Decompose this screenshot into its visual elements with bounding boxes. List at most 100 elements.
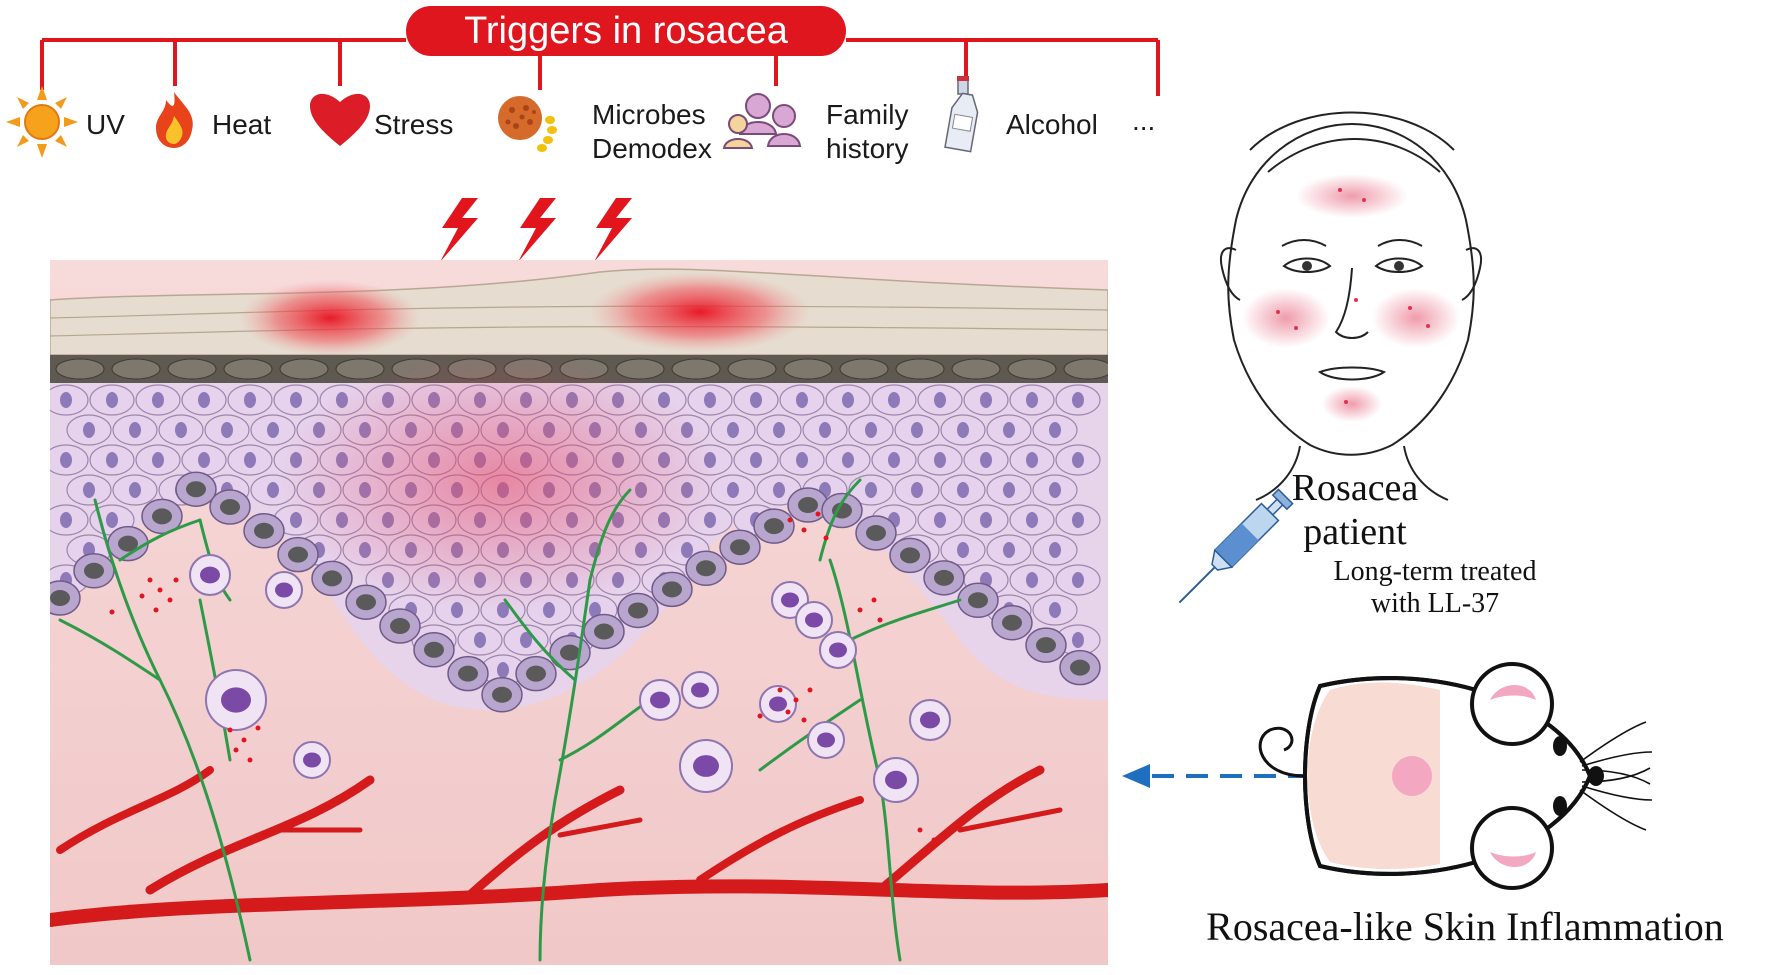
cell-nucleus (1003, 542, 1015, 558)
cell-nucleus (773, 422, 785, 438)
cell-nucleus (888, 392, 900, 408)
cell-nucleus (1072, 572, 1084, 588)
cell-nucleus (1026, 452, 1038, 468)
immune-cell (189, 554, 231, 596)
basal-nucleus (492, 686, 512, 703)
lightning-icons (440, 198, 632, 262)
cell-nucleus (1026, 572, 1038, 588)
basal-nucleus (50, 590, 70, 606)
cell-nucleus (129, 422, 141, 438)
immune-cell (205, 669, 267, 731)
cell-nucleus (888, 452, 900, 468)
immune-cell (679, 739, 733, 793)
cell-nucleus (957, 422, 969, 438)
cell-nucleus (842, 392, 854, 408)
cell-nucleus (589, 602, 601, 618)
cell-nucleus (520, 632, 532, 648)
cell-nucleus (980, 392, 992, 408)
treatment-label: Long-term treated with LL-37 (1333, 556, 1537, 619)
cell-nucleus (1049, 482, 1061, 498)
arrow-head-icon (1122, 764, 1150, 788)
cell-nucleus (267, 422, 279, 438)
basal-nucleus (628, 602, 648, 619)
cell-nucleus (957, 482, 969, 498)
cell-nucleus (750, 392, 762, 408)
cell-nucleus (83, 422, 95, 438)
cell-nucleus (865, 422, 877, 438)
trigger-label-more: ... (1132, 105, 1156, 136)
cell-nucleus (796, 392, 808, 408)
basal-nucleus (934, 569, 954, 586)
cell-nucleus (1003, 482, 1015, 498)
immune-cell (639, 679, 681, 721)
basal-nucleus (152, 508, 172, 525)
cell-nucleus (1049, 542, 1061, 558)
cell-nucleus (750, 452, 762, 468)
basal-nucleus (458, 665, 478, 682)
cell-nucleus (152, 452, 164, 468)
cell-nucleus (819, 422, 831, 438)
immune-cell (873, 757, 919, 803)
cell-nucleus (911, 422, 923, 438)
cell-nucleus (60, 392, 72, 408)
cell-nucleus (1049, 602, 1061, 618)
cell-nucleus (1003, 422, 1015, 438)
cell-nucleus (106, 512, 118, 528)
immune-cell (795, 601, 833, 639)
cell-nucleus (1072, 632, 1084, 648)
trigger-label-stress: Stress (374, 109, 454, 140)
cell-nucleus (934, 512, 946, 528)
cell-nucleus (198, 452, 210, 468)
cell-nucleus (934, 392, 946, 408)
basal-nucleus (84, 562, 104, 579)
cell-nucleus (727, 422, 739, 438)
trigger-label-alcohol: Alcohol (1006, 109, 1098, 140)
basal-nucleus (526, 665, 546, 682)
mouse-result-label: Rosacea-like Skin Inflammation (1206, 904, 1724, 949)
cell-nucleus (60, 512, 72, 528)
bottle-icon (944, 76, 979, 153)
immune-cell (909, 699, 951, 741)
syringe-icon (1178, 488, 1294, 604)
cell-nucleus (290, 392, 302, 408)
trigger-label-uv: UV (86, 109, 125, 140)
cell-nucleus (1072, 452, 1084, 468)
cell-nucleus (980, 512, 992, 528)
basal-nucleus (900, 547, 920, 564)
basal-nucleus (560, 644, 580, 661)
granules (109, 511, 937, 855)
basal-nucleus (424, 641, 444, 658)
immune-cell (807, 721, 845, 759)
cell-nucleus (842, 452, 854, 468)
cell-nucleus (152, 392, 164, 408)
basal-nucleus (1002, 614, 1022, 631)
cell-nucleus (474, 632, 486, 648)
cell-nucleus (221, 422, 233, 438)
basal-nucleus (764, 518, 784, 535)
sun-icon (6, 86, 78, 158)
cell-nucleus (106, 392, 118, 408)
basal-nucleus (118, 535, 138, 552)
cell-nucleus (957, 542, 969, 558)
cell-nucleus (1026, 512, 1038, 528)
cell-nucleus (911, 482, 923, 498)
cell-nucleus (244, 452, 256, 468)
basal-nucleus (1070, 659, 1090, 676)
basal-nucleus (696, 560, 716, 577)
basal-nucleus (866, 524, 886, 541)
cell-nucleus (934, 452, 946, 468)
basal-nucleus (730, 539, 750, 556)
immune-cells (189, 554, 951, 803)
basal-nucleus (798, 497, 818, 514)
cell-nucleus (106, 452, 118, 468)
basal-nucleus (220, 499, 240, 515)
cell-nucleus (244, 392, 256, 408)
cell-nucleus (60, 452, 72, 468)
cell-nucleus (175, 422, 187, 438)
cell-nucleus (267, 482, 279, 498)
basal-nucleus (186, 481, 206, 498)
family-icon (722, 93, 802, 149)
